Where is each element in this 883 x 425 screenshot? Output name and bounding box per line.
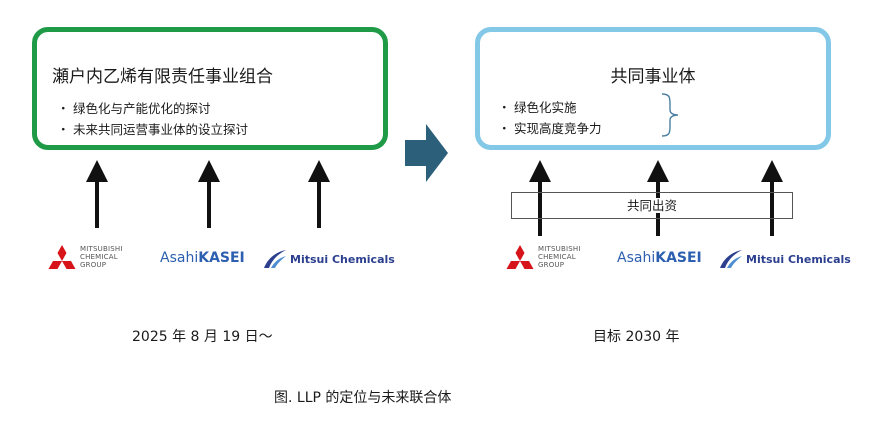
three-diamonds-icon [506,245,534,269]
list-item: ・实现高度竞争力 [498,118,602,139]
joint-venture-title: 共同事业体 [610,67,696,87]
curly-brace-icon [661,93,679,137]
mitsui-swoosh-icon [720,250,742,268]
arrow-up-icon [647,160,669,182]
bullet-symbol: ・ [57,122,70,137]
bullet-symbol: ・ [498,121,511,136]
bullet-symbol: ・ [498,100,511,115]
list-item: ・未来共同运营事业体的设立探讨 [57,119,248,140]
asahi-kasei-logo: AsahiKASEI [617,250,702,266]
logo-text-line: CHEMICAL [538,253,576,261]
logo-text-line: GROUP [80,261,107,269]
three-diamonds-icon [48,245,76,269]
arrow-up-icon [529,160,551,182]
arrow-up-icon [308,160,330,182]
list-item: ・绿色化与产能优化的探讨 [57,98,248,119]
logo-text-line: GROUP [538,261,565,269]
joint-venture-box: 共同事业体 ・绿色化实施 ・实现高度竞争力 [475,27,831,150]
transition-arrow-icon [405,124,448,182]
joint-venture-bullet-list: ・绿色化实施 ・实现高度竞争力 [498,97,602,139]
target-date-label: 目标 2030 年 [593,329,680,345]
llp-box: 瀬户内乙烯有限责任事业组合 ・绿色化与产能优化的探讨 ・未来共同运营事业体的设立… [32,27,388,150]
asahi-kasei-logo: AsahiKASEI [160,250,245,266]
bullet-text: 实现高度竞争力 [514,121,602,136]
start-date-label: 2025 年 8 月 19 日～ [132,329,273,345]
arrow-up-icon [86,160,108,182]
left-up-arrows [86,160,330,228]
arrow-up-icon [761,160,783,182]
mitsui-swoosh-icon [264,250,286,268]
logo-text-line: MITSUBISHI [538,245,581,253]
joint-investment-label: 共同出资 [624,198,679,213]
bullet-text: 绿色化实施 [514,100,577,115]
bullet-text: 绿色化与产能优化的探讨 [73,101,211,116]
logo-text-line: CHEMICAL [80,253,118,261]
logo-text-line: MITSUBISHI [80,245,123,253]
bullet-text: 未来共同运营事业体的设立探讨 [73,122,249,137]
list-item: ・绿色化实施 [498,97,602,118]
llp-bullet-list: ・绿色化与产能优化的探讨 ・未来共同运营事业体的设立探讨 [57,98,248,140]
figure-caption: 图. LLP 的定位与未来联合体 [274,390,452,406]
bullet-symbol: ・ [57,101,70,116]
arrow-up-icon [198,160,220,182]
llp-title: 瀬户内乙烯有限责任事业组合 [52,67,273,87]
